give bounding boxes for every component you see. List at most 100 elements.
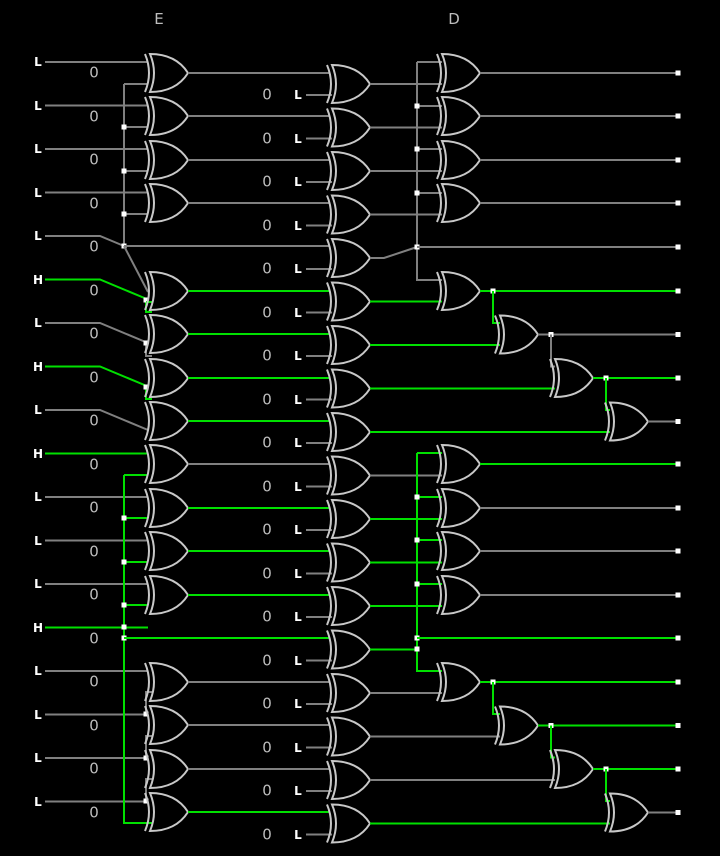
middle-input-pin[interactable]: L bbox=[294, 131, 302, 146]
middle-input-pin[interactable]: L bbox=[294, 740, 302, 755]
middle-value-label: 0 bbox=[262, 390, 272, 408]
xor-gate-back-curve bbox=[144, 792, 150, 832]
xor-gate-back-curve bbox=[144, 705, 150, 745]
xor-gate bbox=[330, 498, 372, 540]
junction-node bbox=[675, 332, 681, 337]
input-value-label: 0 bbox=[89, 63, 99, 82]
input-pin[interactable]: L bbox=[34, 490, 42, 504]
input-value-label: 0 bbox=[89, 672, 99, 691]
xor-gate-back-curve bbox=[436, 96, 442, 136]
xor-gate-back-curve bbox=[326, 195, 332, 234]
middle-input-pin[interactable]: L bbox=[294, 305, 302, 320]
junction-node bbox=[414, 146, 420, 152]
middle-input-pin[interactable]: L bbox=[294, 392, 302, 407]
middle-input-pin[interactable]: L bbox=[294, 262, 302, 276]
input-pin[interactable]: L bbox=[34, 55, 42, 69]
middle-value-label: 0 bbox=[262, 607, 272, 626]
middle-input-pin[interactable]: L bbox=[294, 88, 302, 102]
input-pin[interactable]: L bbox=[34, 98, 42, 113]
middle-value-label: 0 bbox=[262, 564, 272, 582]
xor-gate bbox=[440, 52, 482, 94]
input-value-label: 0 bbox=[89, 281, 99, 299]
wire bbox=[123, 475, 152, 824]
xor-gate-back-curve bbox=[604, 793, 610, 832]
input-value-label: 0 bbox=[89, 716, 99, 734]
xor-gate-back-curve bbox=[549, 749, 555, 789]
middle-input-pin[interactable]: L bbox=[294, 566, 302, 581]
input-pin[interactable]: L bbox=[34, 794, 42, 809]
middle-value-label: 0 bbox=[262, 216, 272, 234]
xor-gate bbox=[148, 95, 190, 137]
middle-input-pin[interactable]: L bbox=[294, 218, 302, 233]
input-pin[interactable]: L bbox=[34, 229, 42, 243]
xor-gate bbox=[148, 661, 190, 703]
input-pin[interactable]: L bbox=[34, 403, 42, 417]
input-pin[interactable]: H bbox=[32, 359, 44, 374]
xor-gate-back-curve bbox=[144, 444, 150, 484]
wire bbox=[45, 322, 149, 344]
middle-input-pin[interactable]: L bbox=[294, 697, 302, 711]
xor-gate bbox=[440, 95, 482, 137]
input-pin[interactable]: H bbox=[32, 272, 44, 287]
middle-input-pin[interactable]: L bbox=[294, 523, 302, 537]
middle-input-pin[interactable]: L bbox=[294, 610, 302, 624]
xor-gate bbox=[440, 661, 482, 703]
middle-input-pin[interactable]: L bbox=[294, 479, 302, 494]
input-pin[interactable]: L bbox=[34, 142, 42, 156]
xor-gate-back-curve bbox=[326, 804, 332, 843]
wire bbox=[45, 365, 149, 388]
input-value-label: 0 bbox=[89, 324, 99, 343]
middle-value-label: 0 bbox=[262, 129, 272, 147]
input-pin[interactable]: L bbox=[34, 533, 42, 548]
xor-gate-back-curve bbox=[326, 108, 332, 147]
xor-gate-back-curve bbox=[326, 760, 332, 800]
input-pin[interactable]: L bbox=[34, 185, 42, 200]
junction-node bbox=[121, 168, 127, 174]
xor-gate bbox=[148, 139, 190, 181]
input-pin[interactable]: H bbox=[32, 446, 44, 461]
input-pin[interactable]: L bbox=[34, 664, 42, 678]
junction-node bbox=[121, 515, 127, 521]
xor-gate-back-curve bbox=[326, 412, 332, 452]
xor-gate bbox=[330, 63, 372, 105]
xor-gate-back-curve bbox=[326, 673, 332, 713]
input-pin[interactable]: L bbox=[34, 577, 42, 591]
junction-node bbox=[121, 559, 127, 565]
input-pin[interactable]: H bbox=[32, 620, 44, 635]
junction-node bbox=[414, 646, 420, 652]
middle-input-pin[interactable]: L bbox=[294, 784, 302, 798]
xor-gate-back-curve bbox=[144, 488, 150, 528]
middle-input-pin[interactable]: L bbox=[294, 349, 302, 363]
middle-value-label: 0 bbox=[262, 259, 272, 278]
xor-gate bbox=[148, 400, 190, 442]
input-pin[interactable]: L bbox=[34, 707, 42, 722]
junction-node bbox=[414, 581, 420, 587]
wire bbox=[145, 300, 152, 313]
middle-input-pin[interactable]: L bbox=[294, 175, 302, 189]
xor-gate-back-curve bbox=[326, 238, 332, 278]
input-pin[interactable]: L bbox=[34, 316, 42, 330]
middle-input-pin[interactable]: L bbox=[294, 653, 302, 668]
junction-node bbox=[675, 592, 681, 598]
xor-gate-back-curve bbox=[144, 401, 150, 441]
input-value-label: 0 bbox=[89, 498, 99, 517]
xor-gate-back-curve bbox=[436, 575, 442, 615]
xor-gate-back-curve bbox=[144, 271, 150, 311]
wire bbox=[416, 453, 442, 672]
xor-gate bbox=[330, 194, 372, 235]
wire bbox=[45, 409, 149, 431]
junction-node bbox=[675, 419, 681, 424]
xor-gate-back-curve bbox=[144, 140, 150, 180]
junction-node bbox=[675, 157, 681, 163]
input-pin[interactable]: L bbox=[34, 751, 42, 765]
middle-input-pin[interactable]: L bbox=[294, 436, 302, 450]
xor-gate bbox=[148, 487, 190, 529]
wire bbox=[370, 246, 418, 259]
xor-gate bbox=[440, 270, 482, 312]
middle-value-label: 0 bbox=[262, 477, 272, 495]
junction-node bbox=[121, 211, 127, 217]
middle-input-pin[interactable]: L bbox=[294, 827, 302, 842]
xor-gate-back-curve bbox=[436, 444, 442, 484]
xor-gate-back-curve bbox=[326, 499, 332, 539]
junction-node bbox=[143, 755, 149, 761]
